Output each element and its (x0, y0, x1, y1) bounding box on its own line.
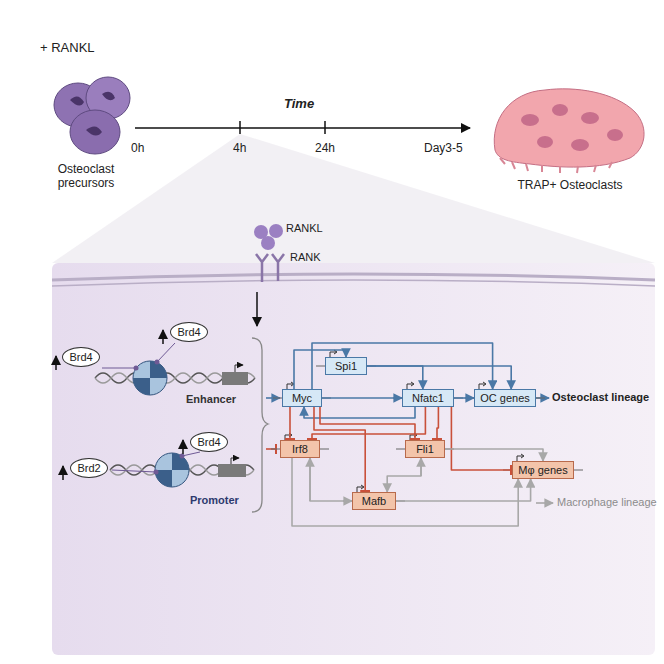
protein-oval: Brd4 (190, 432, 228, 452)
node-text: Brd4 (197, 436, 220, 448)
label: + RANKL (40, 40, 95, 56)
gene-box: Mφ genes (512, 461, 574, 479)
node-text: Brd2 (77, 462, 100, 474)
node-text: Brd4 (177, 326, 200, 338)
gene-box: Spi1 (325, 357, 367, 375)
label: TRAP+ Osteoclasts (505, 178, 635, 192)
gene-box: Mafb (352, 492, 396, 510)
activation-connector (387, 458, 421, 492)
membrane (52, 280, 655, 286)
promoter-arrow (407, 382, 414, 389)
label: 24h (315, 141, 335, 155)
label: 4h (233, 141, 246, 155)
label: Osteoclast lineage (552, 391, 649, 404)
promoter-arrow (357, 485, 364, 492)
node-text: Mafb (362, 495, 386, 507)
protein-oval: Brd4 (170, 322, 208, 342)
label: RANK (290, 251, 321, 264)
activation-connector (310, 458, 352, 501)
label: Macrophage lineage (557, 496, 657, 509)
rank-receptors (256, 254, 284, 282)
inhibition-connector (314, 407, 365, 492)
node-text: OC genes (480, 392, 530, 404)
inhibition-connector (451, 407, 512, 470)
promoter-arrow (285, 433, 292, 440)
promoter-arrow (287, 382, 294, 389)
lineage-arrow (536, 502, 553, 504)
inhibition-connector (437, 407, 438, 440)
node-text: Nfatc1 (412, 392, 444, 404)
node-text: Spi1 (335, 360, 357, 372)
enhancer-chromatin (56, 330, 255, 395)
protein-oval: Brd4 (62, 347, 100, 367)
node-text: Irf8 (292, 443, 308, 455)
activation-connector (292, 458, 518, 526)
cell-panel (52, 263, 655, 655)
label: Day3-5 (424, 141, 463, 155)
gene-box: Fli1 (405, 440, 445, 458)
rankl-rank (254, 224, 283, 250)
label: Osteoclast precursors (40, 162, 132, 191)
gene-box: OC genes (474, 389, 536, 407)
bracket (252, 338, 268, 512)
inhibition-connector (289, 407, 291, 440)
gene-box: Myc (282, 389, 322, 407)
signal-arrow (256, 292, 258, 326)
activation-connector (445, 449, 543, 461)
gene-box: Nfatc1 (402, 389, 454, 407)
label: 0h (131, 141, 144, 155)
timeline (135, 121, 470, 134)
promoter-arrow (479, 382, 486, 389)
gene-box: Irf8 (280, 440, 320, 458)
label: Promoter (190, 494, 239, 507)
node-text: Mφ genes (518, 464, 567, 476)
label: RANKL (286, 222, 323, 235)
node-text: Myc (292, 392, 312, 404)
inhibition-connector (320, 407, 415, 440)
node-text: Brd4 (69, 351, 92, 363)
activation-connector (367, 366, 423, 389)
label: Enhancer (186, 393, 236, 406)
label: Time (284, 96, 314, 112)
node-text: Fli1 (416, 443, 434, 455)
precursor-cells (54, 77, 130, 154)
promoter-arrow (330, 350, 337, 357)
activation-connector (454, 397, 474, 399)
osteoclast-cell (494, 89, 644, 173)
activation-connector (396, 479, 531, 501)
inhibition-connector (312, 407, 425, 440)
membrane (52, 274, 655, 280)
activation-connector (322, 397, 402, 399)
activation-connector (367, 366, 511, 389)
promoter-arrow (517, 454, 524, 461)
protein-oval: Brd2 (70, 458, 108, 478)
